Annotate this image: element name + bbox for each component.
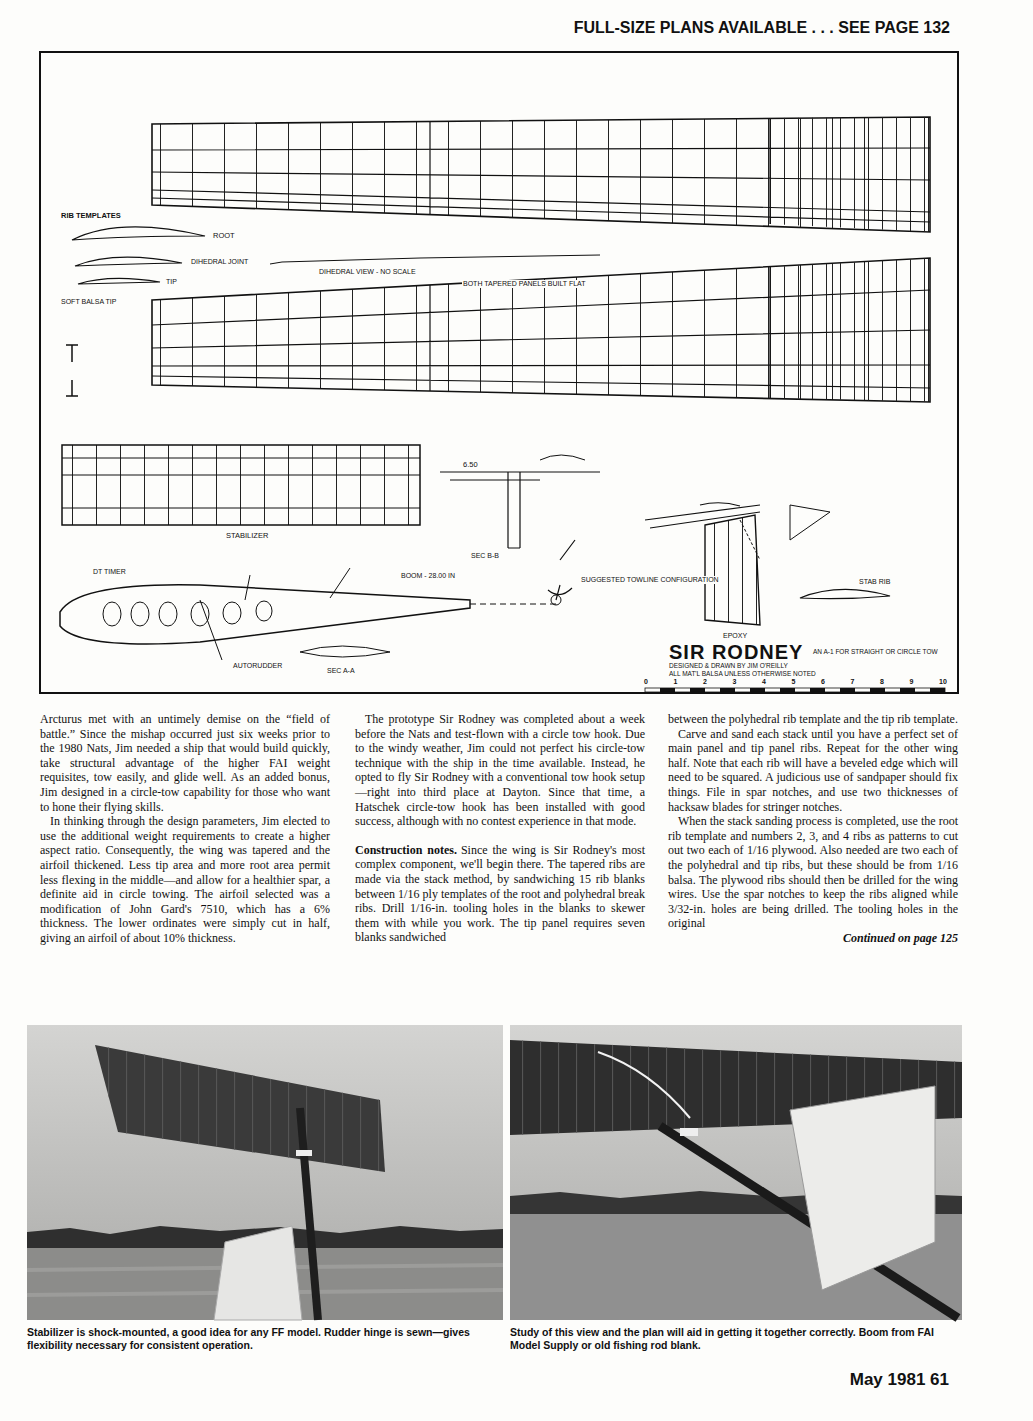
part-label: DIHEDRAL JOINT	[190, 258, 249, 266]
scale-number: 5	[791, 678, 797, 686]
paragraph: Arcturus met with an untimely demise on …	[40, 712, 330, 814]
scale-number: 7	[850, 678, 856, 686]
dimension-label: 6.50	[462, 461, 479, 469]
paragraph: Construction notes.Since the wing is Sir…	[355, 843, 645, 945]
body-text: between the polyhedral rib template and …	[668, 712, 958, 726]
scale-number: 2	[702, 678, 708, 686]
paragraph: When the stack sanding process is comple…	[668, 814, 958, 931]
part-label: RIB TEMPLATES	[60, 212, 122, 220]
body-text: Carve and sand each stack until you have…	[668, 727, 958, 814]
photo-panel: Study of this view and the plan will aid…	[510, 1025, 962, 1356]
photo-caption: Study of this view and the plan will aid…	[510, 1326, 962, 1352]
scale-number: 8	[879, 678, 885, 686]
body-text: Since the wing is Sir Rodney's most comp…	[355, 843, 645, 945]
part-label: TIP	[165, 278, 178, 286]
dimension-label: BOOM - 28.00 IN	[400, 572, 456, 580]
paragraph: Continued on page 125	[668, 931, 958, 946]
note-label: DIHEDRAL VIEW - NO SCALE	[318, 268, 417, 276]
section-label: SEC A-A	[326, 667, 356, 675]
note-label: BOTH TAPERED PANELS BUILT FLAT	[462, 280, 587, 288]
part-label: DT TIMER	[92, 568, 127, 576]
part-label: SOFT BALSA TIP	[60, 298, 117, 306]
paragraph: Carve and sand each stack until you have…	[668, 727, 958, 815]
material-note: ALL MAT'L BALSA UNLESS OTHERWISE NOTED	[668, 670, 817, 677]
part-label: STABILIZER	[225, 532, 269, 540]
continuation-note: Continued on page 125	[843, 931, 958, 945]
body-text: When the stack sanding process is comple…	[668, 814, 958, 930]
part-label: EPOXY	[722, 632, 748, 640]
scale-number: 3	[732, 678, 738, 686]
part-label: STAB RIB	[858, 578, 891, 586]
plan-subtitle: AN A-1 FOR STRAIGHT OR CIRCLE TOW	[812, 648, 939, 655]
body-text: Arcturus met with an untimely demise on …	[40, 712, 330, 814]
plan-title: SIR RODNEY	[668, 641, 804, 663]
scale-number: 6	[820, 678, 826, 686]
section-label: SEC B-B	[470, 552, 500, 560]
designer-note: DESIGNED & DRAWN BY JIM O'REILLY	[668, 662, 789, 669]
scale-number: 9	[909, 678, 915, 686]
photo-caption: Stabilizer is shock-mounted, a good idea…	[27, 1326, 503, 1352]
body-text: In thinking through the design parameter…	[40, 814, 330, 945]
page-footer: May 1981 61	[849, 1371, 950, 1390]
photo-panel: Stabilizer is shock-mounted, a good idea…	[27, 1025, 503, 1356]
paragraph: The prototype Sir Rodney was completed a…	[355, 712, 645, 829]
scale-number: 0	[643, 678, 649, 686]
body-text: The prototype Sir Rodney was completed a…	[355, 712, 645, 828]
text-column: Arcturus met with an untimely demise on …	[40, 712, 330, 946]
paragraph: between the polyhedral rib template and …	[668, 712, 958, 727]
text-column: between the polyhedral rib template and …	[668, 712, 958, 946]
note-label: SUGGESTED TOWLINE CONFIGURATION	[580, 576, 720, 584]
paragraph: In thinking through the design parameter…	[40, 814, 330, 945]
text-column: The prototype Sir Rodney was completed a…	[355, 712, 645, 945]
part-label: AUTORUDDER	[232, 662, 283, 670]
page-header: FULL-SIZE PLANS AVAILABLE . . . SEE PAGE…	[574, 19, 950, 37]
part-label: ROOT	[212, 232, 236, 240]
scale-number: 4	[761, 678, 767, 686]
scale-number: 10	[938, 678, 948, 686]
section-heading: Construction notes.	[355, 843, 457, 857]
scale-number: 1	[673, 678, 679, 686]
